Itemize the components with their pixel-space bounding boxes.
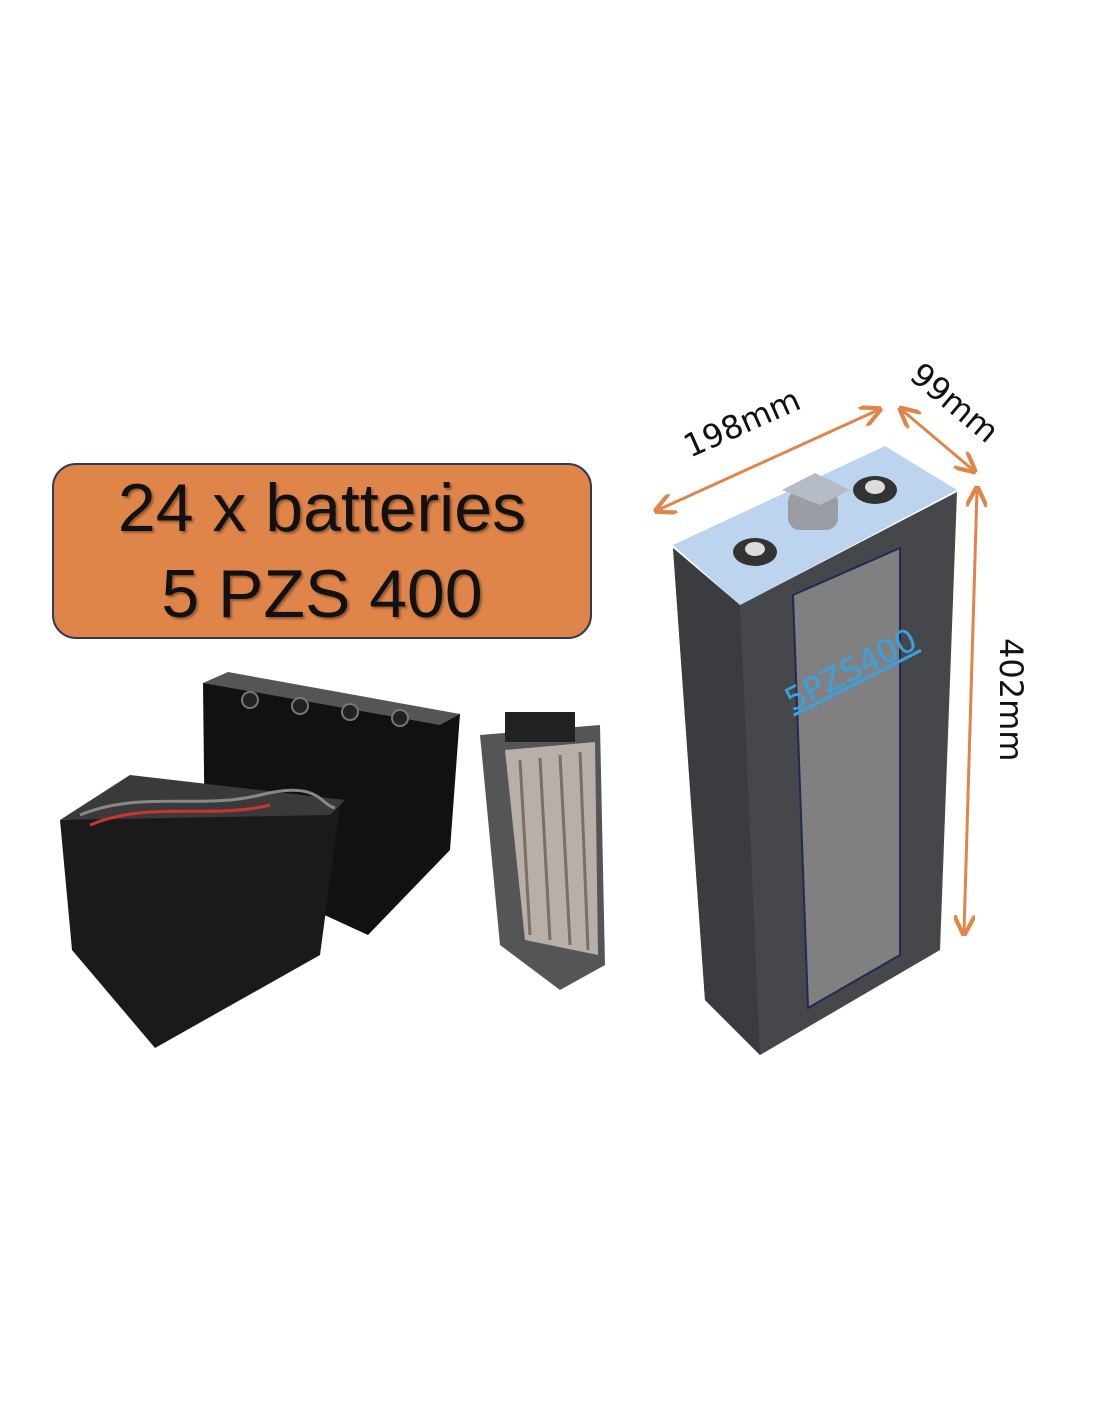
battery-pack-front-image [60, 775, 345, 1048]
terminal-icon [853, 476, 897, 504]
battery-count-label: 24 x batteries 5 PZS 400 [52, 463, 592, 639]
width-dimension: 99mm [903, 355, 1006, 450]
cell-label-panel [791, 546, 901, 1010]
width-arrow [902, 410, 973, 470]
battery-count-text: 24 x batteries [117, 470, 527, 546]
cell-cutaway-image [480, 712, 605, 990]
height-dimension: 402mm [992, 638, 1030, 761]
battery-cell-diagram: 5PZS400 [673, 446, 957, 1055]
length-arrow [658, 410, 878, 510]
height-arrow [964, 490, 977, 932]
battery-model-text: 5 PZS 400 [161, 556, 483, 632]
terminal-icon [733, 538, 777, 566]
